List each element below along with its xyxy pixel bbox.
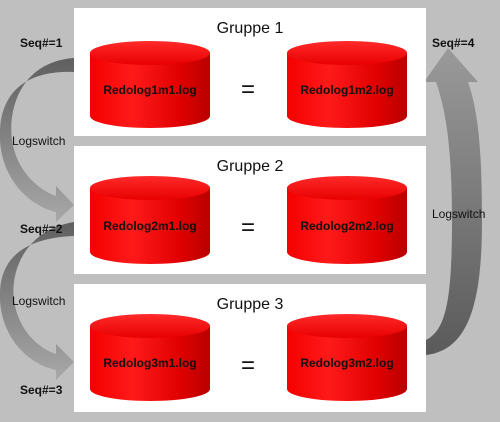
seq-label-1: Seq#=1 <box>20 36 63 50</box>
group-title: Gruppe 3 <box>216 296 284 313</box>
logswitch-arrow-2-to-3 <box>0 222 74 380</box>
seq-label-2: Seq#=2 <box>20 222 63 236</box>
member-label: Redolog3m1.log <box>103 356 196 370</box>
logswitch-arrow-3-to-1 <box>424 48 482 355</box>
logswitch-label-right: Logswitch <box>432 207 486 221</box>
cylinder-redolog3m2: Redolog3m2.log <box>287 314 407 401</box>
equals-sign: = <box>241 76 256 103</box>
logswitch-label-left-2: Logswitch <box>12 294 66 308</box>
equals-sign: = <box>241 352 256 379</box>
cylinder-redolog2m2: Redolog2m2.log <box>287 176 407 264</box>
member-label: Redolog1m2.log <box>300 83 393 97</box>
group-title: Gruppe 1 <box>216 20 284 37</box>
seq-label-3: Seq#=3 <box>20 383 63 397</box>
seq-label-4: Seq#=4 <box>432 36 475 50</box>
logswitch-arrow-1-to-2 <box>0 58 74 222</box>
member-label: Redolog3m2.log <box>300 356 393 370</box>
cylinder-redolog2m1: Redolog2m1.log <box>90 176 210 264</box>
member-label: Redolog1m1.log <box>103 83 196 97</box>
cylinder-redolog1m2: Redolog1m2.log <box>287 41 407 128</box>
logswitch-label-left-1: Logswitch <box>12 134 66 148</box>
cylinder-redolog3m1: Redolog3m1.log <box>90 314 210 401</box>
member-label: Redolog2m1.log <box>103 219 196 233</box>
member-label: Redolog2m2.log <box>300 219 393 233</box>
group-title: Gruppe 2 <box>216 158 284 175</box>
equals-sign: = <box>241 214 256 241</box>
cylinder-redolog1m1: Redolog1m1.log <box>90 41 210 128</box>
